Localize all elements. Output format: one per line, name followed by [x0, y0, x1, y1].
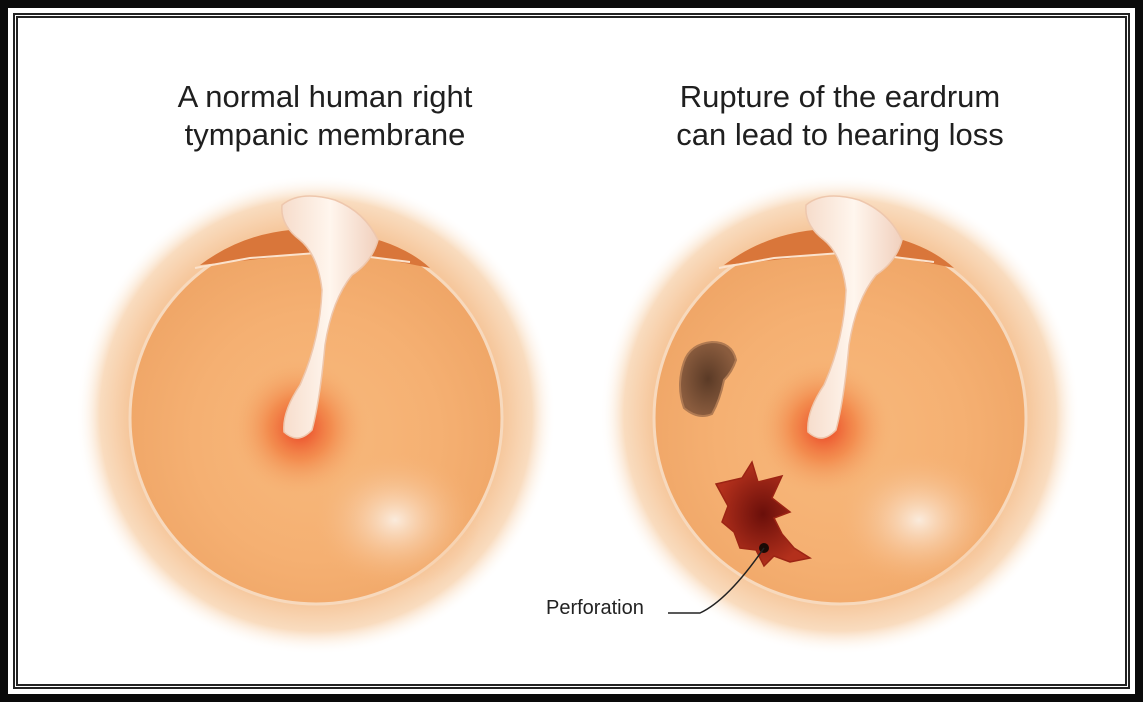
- ruptured-eardrum-caption: Rupture of the eardrum can lead to heari…: [630, 78, 1050, 154]
- normal-eardrum-caption: A normal human right tympanic membrane: [115, 78, 535, 154]
- normal-eardrum: [76, 175, 556, 655]
- cone-of-light: [310, 450, 480, 590]
- cone-of-light: [834, 450, 1004, 590]
- ruptured-eardrum: [600, 175, 1080, 655]
- perforation-label: Perforation: [546, 597, 644, 620]
